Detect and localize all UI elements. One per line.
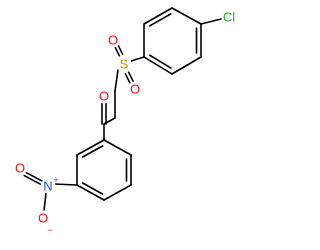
sulfonyl-oxygen-upper-label-background [105, 32, 121, 48]
sulfonyl-oxygen-lower-label-background [127, 81, 143, 97]
ring1-bond-3 [143, 56, 173, 75]
ring2-bond-1 [103, 139, 132, 156]
n-o-single [43, 192, 47, 212]
sulfur-label-background [116, 56, 132, 72]
ring2-bond-3 [103, 184, 132, 201]
ring2-double-3 [81, 145, 104, 158]
ring1-bond-5 [143, 7, 173, 25]
n-o-double-a [25, 171, 44, 183]
nitro-oxygen-lower-label-background [35, 210, 51, 226]
s-o-lower-double-a [124, 73, 132, 85]
ring1-double-3 [148, 13, 172, 27]
sulfonyl-oxygen-upper-label: O [108, 33, 118, 48]
ring-s-bond [130, 56, 145, 62]
ring1-bond-6 [171, 7, 202, 25]
ring-n-bond [53, 183, 78, 186]
chlorine-label: Cl [223, 10, 235, 25]
s-o-upper-double-a [116, 43, 124, 55]
ring2-bond-6 [76, 139, 105, 156]
nitro-oxygen-left-label: O [15, 161, 25, 176]
nitro-nitrogen-label-background [40, 178, 56, 194]
ring1-bond-2 [171, 56, 202, 75]
s-o-lower-double-b [127, 71, 135, 83]
ring2-double-2 [81, 182, 104, 195]
bond-layer [23, 7, 222, 212]
s-ch2-bond [114, 69, 119, 92]
c-cl-bond [200, 18, 222, 25]
carbonyl-oxygen-label: O [99, 89, 109, 104]
n-o-double-b [23, 174, 42, 186]
oxygen-negative-charge: − [47, 225, 52, 235]
chlorine-label-background [221, 9, 237, 25]
sulfonyl-oxygen-lower-label: O [130, 82, 140, 97]
s-o-upper-double-b [113, 45, 121, 57]
nitro-oxygen-lower-label: O [38, 211, 48, 226]
nitro-oxygen-left-label-background [12, 160, 28, 176]
ring2-bond-4 [76, 184, 105, 201]
carbonyl-oxygen-label-background [96, 88, 112, 104]
nitro-nitrogen-label: N [43, 179, 52, 194]
nitrogen-positive-charge: + [53, 175, 58, 185]
sulfur-label: S [120, 57, 129, 72]
ring1-double-2 [148, 54, 172, 69]
